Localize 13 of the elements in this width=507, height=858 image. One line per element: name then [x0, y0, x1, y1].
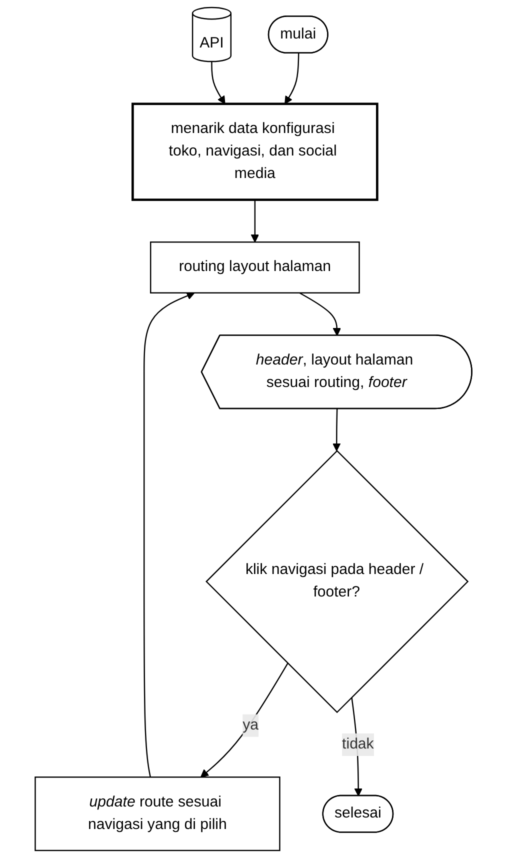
- edge-label: ya: [242, 717, 259, 734]
- arrow: [250, 200, 260, 242]
- node-box: update route sesuai navigasi yang di pilih: [34, 776, 280, 852]
- node-diamond: klik navigasi pada header / footer?: [206, 450, 469, 714]
- arrow: [200, 663, 288, 778]
- arrow: [211, 62, 226, 104]
- arrow: [332, 408, 341, 452]
- edge-label: tidak: [342, 736, 374, 752]
- arrow: [284, 53, 300, 104]
- node-box: routing layout halaman: [150, 241, 360, 294]
- node-box: menarik data konfigurasi toko, navigasi, dan social media: [132, 102, 378, 201]
- arrow: [299, 292, 342, 336]
- arrow: [143, 292, 195, 778]
